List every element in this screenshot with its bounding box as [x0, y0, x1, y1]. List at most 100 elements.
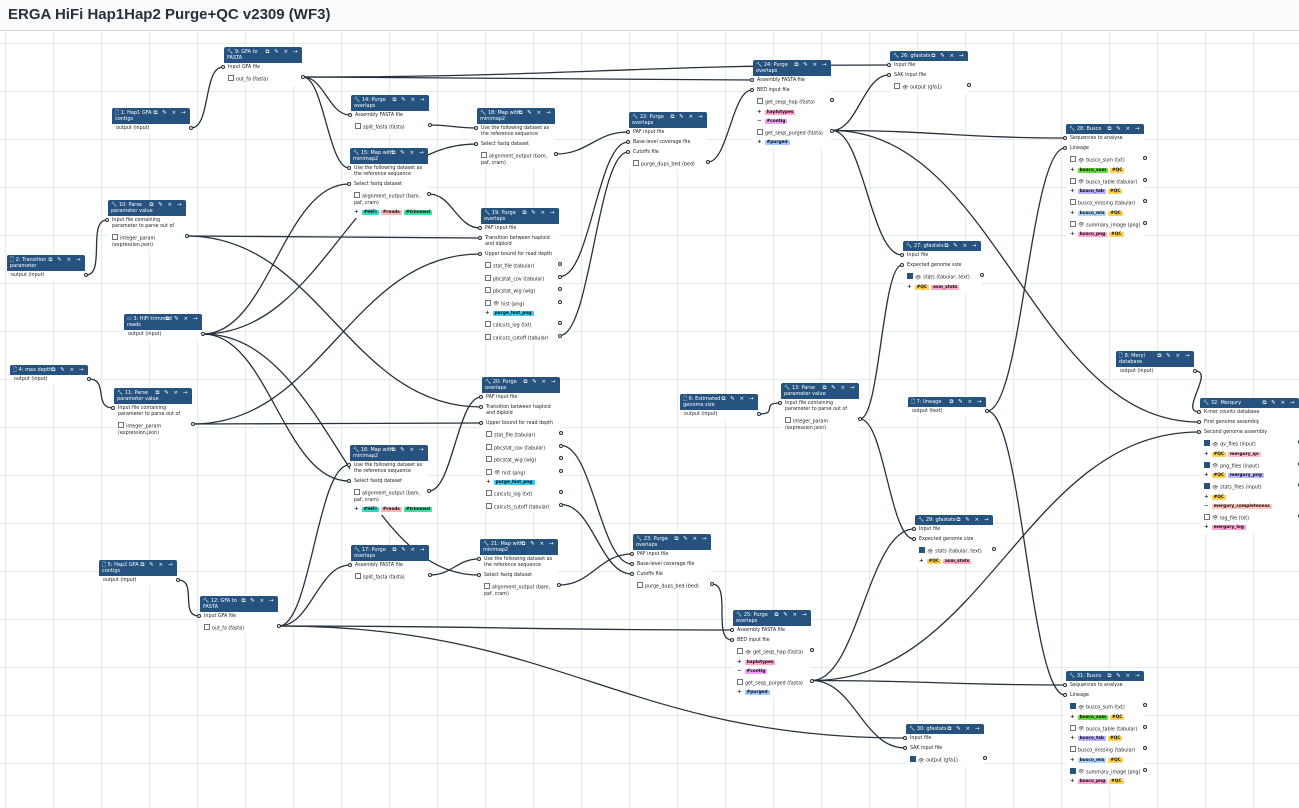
node-output[interactable]: output (input) [680, 410, 761, 420]
node-input[interactable]: K-mer counts database [1197, 408, 1299, 418]
node-header[interactable]: 🗋 2: Transition parameter⧉ ✎ × → [7, 255, 85, 271]
node-header[interactable]: 🔧 20: Purge overlaps⧉ ✎ × → [482, 377, 560, 393]
node-input[interactable]: Assembly FASTA file [348, 561, 429, 571]
add-tag-icon[interactable]: + [1070, 713, 1075, 720]
add-tag-icon[interactable]: + [1070, 188, 1075, 194]
output-connector[interactable] [277, 624, 281, 628]
eye-icon[interactable]: 👁 [918, 758, 925, 764]
node-output[interactable]: integer_param (expression.json) [114, 420, 195, 439]
node-output[interactable]: pbcstat_cov (tabular) [482, 442, 563, 455]
input-connector[interactable] [912, 537, 916, 541]
output-checkbox[interactable] [919, 547, 925, 553]
output-connector[interactable] [1143, 199, 1147, 203]
output-connector[interactable] [992, 547, 996, 551]
node-header[interactable]: ▭ 3: HiFi trimmed reads⧉ ✎ × → [124, 314, 202, 330]
add-tag-icon[interactable]: + [1070, 735, 1075, 741]
add-tag-icon[interactable]: + [1204, 472, 1209, 478]
output-checkbox[interactable] [1070, 220, 1076, 227]
tag-badge[interactable]: mergury_qv [1228, 451, 1261, 457]
workflow-node-6-estimated-genome-size[interactable]: 🗋 6: Estimated genome size⧉ ✎ × →output … [680, 394, 761, 420]
output-connector[interactable] [559, 456, 563, 460]
tag-badge[interactable]: busco_tab [1077, 189, 1106, 194]
tag-badge[interactable]: mergury_log [1211, 525, 1246, 530]
tag-badge[interactable]: #trimmed [403, 209, 433, 215]
workflow-node-32-merqury[interactable]: 🔧 32: Merqury⧉ ✎ × →K-mer counts databas… [1197, 398, 1299, 533]
add-tag-icon[interactable]: + [737, 689, 742, 695]
tag-badge[interactable]: #QC [1108, 757, 1123, 763]
node-controls-icons[interactable]: ⧉ ✎ × → [392, 97, 426, 103]
tag-badge[interactable]: #QC [1211, 494, 1227, 500]
tag-badge[interactable]: #QC [1109, 232, 1124, 237]
input-connector[interactable] [887, 73, 891, 77]
output-connector[interactable] [558, 333, 562, 338]
eye-icon[interactable]: 👁 [1078, 770, 1085, 775]
node-output[interactable]: 👁busco_sum (txt) [1066, 701, 1147, 714]
eye-icon[interactable]: 👁 [1078, 180, 1085, 185]
output-connector[interactable] [84, 273, 88, 277]
eye-icon[interactable]: 👁 [915, 275, 922, 281]
node-input[interactable]: Transition between haploid and diploid [478, 234, 559, 250]
output-checkbox[interactable] [1204, 483, 1210, 489]
output-connector[interactable] [301, 75, 305, 79]
node-header[interactable]: 🔧 9: GFA to FASTA⧉ ✎ × → [224, 47, 302, 63]
node-input[interactable]: Sequences to analyse [1063, 681, 1144, 691]
node-output[interactable]: stat_file (tabular) [481, 260, 562, 273]
add-tag-icon[interactable]: + [1204, 524, 1209, 530]
node-input[interactable]: Assembly FASTA file [750, 76, 831, 86]
node-controls-icons[interactable]: ⧉ ✎ × → [392, 547, 426, 553]
node-output[interactable]: 👁stats (tabular, text) [915, 545, 996, 558]
node-header[interactable]: 🗋 1: Hap1 GFA contigs⧉ ✎ × → [112, 108, 190, 124]
node-output[interactable]: out_fa (fasta) [224, 73, 305, 86]
node-controls-icons[interactable]: ⧉ ✎ × → [956, 517, 990, 523]
workflow-node-14-purge-overlaps[interactable]: 🔧 14: Purge overlaps⧉ ✎ × →Assembly FAST… [348, 95, 432, 134]
output-checkbox[interactable] [486, 443, 492, 450]
input-connector[interactable] [750, 78, 754, 82]
node-controls-icons[interactable]: ⧉ ✎ × → [774, 612, 808, 618]
node-controls-icons[interactable]: ⧉ ✎ × → [721, 396, 755, 402]
node-input[interactable]: Input file containing parameter to parse… [105, 216, 186, 232]
node-header[interactable]: 🔧 30: gfastats⧉ ✎ × → [906, 724, 984, 734]
tag-badge[interactable]: busco_png [1077, 779, 1108, 784]
tag-badge[interactable]: mergury_png [1228, 473, 1264, 478]
input-connector[interactable] [221, 65, 225, 69]
output-checkbox[interactable] [354, 489, 360, 495]
output-checkbox[interactable] [1204, 461, 1210, 468]
node-output[interactable]: output (input) [99, 576, 180, 586]
workflow-node-3-hifi-trimmed-reads[interactable]: ▭ 3: HiFi trimmed reads⧉ ✎ × →output (in… [124, 314, 205, 340]
output-checkbox[interactable] [485, 333, 491, 340]
node-input[interactable]: BED input file [750, 86, 831, 96]
add-tag-icon[interactable]: + [1070, 756, 1075, 763]
input-connector[interactable] [1197, 430, 1201, 434]
tag-badge[interactable]: #QC [1108, 210, 1123, 216]
output-connector[interactable] [557, 583, 561, 587]
eye-icon[interactable]: 👁 [1212, 464, 1219, 469]
input-connector[interactable] [479, 405, 483, 409]
output-connector[interactable] [830, 98, 834, 102]
add-tag-icon[interactable]: + [354, 208, 359, 215]
node-output[interactable]: 👁get_seqs_hap (fasta) [733, 646, 814, 659]
node-output[interactable]: output (input) [10, 375, 91, 385]
workflow-node-19-purge-overlaps[interactable]: 🔧 19: Purge overlaps⧉ ✎ × →PAF input fil… [478, 208, 562, 344]
tag-badge[interactable]: busco_png [1077, 232, 1108, 237]
input-connector[interactable] [477, 573, 481, 577]
output-connector[interactable] [967, 83, 971, 87]
node-output[interactable]: calcuts_log (txt) [481, 319, 562, 332]
node-output[interactable]: 👁busco_table (tabular) [1066, 723, 1147, 736]
node-input[interactable]: Input file [912, 525, 993, 535]
node-output[interactable]: busco_missing (tabular) [1066, 197, 1147, 210]
output-connector[interactable] [87, 377, 91, 381]
node-input[interactable]: SAK input file [887, 71, 968, 81]
output-checkbox[interactable] [481, 152, 487, 158]
output-connector[interactable] [427, 489, 431, 493]
tag-badge[interactable]: purge_hist_png [492, 311, 534, 316]
output-connector[interactable] [1143, 220, 1147, 225]
node-header[interactable]: 🔧 15: Map with minimap2⧉ ✎ × → [350, 148, 428, 164]
workflow-node-8-meryl-database[interactable]: 🗋 8: Meryl database⧉ ✎ × →output (input) [1116, 351, 1197, 377]
add-tag-icon[interactable]: + [1204, 493, 1209, 500]
input-connector[interactable] [626, 140, 630, 144]
output-connector[interactable] [1143, 746, 1147, 750]
node-controls-icons[interactable]: ⧉ ✎ × → [1262, 400, 1296, 406]
tag-badge[interactable]: #reads [380, 506, 402, 512]
